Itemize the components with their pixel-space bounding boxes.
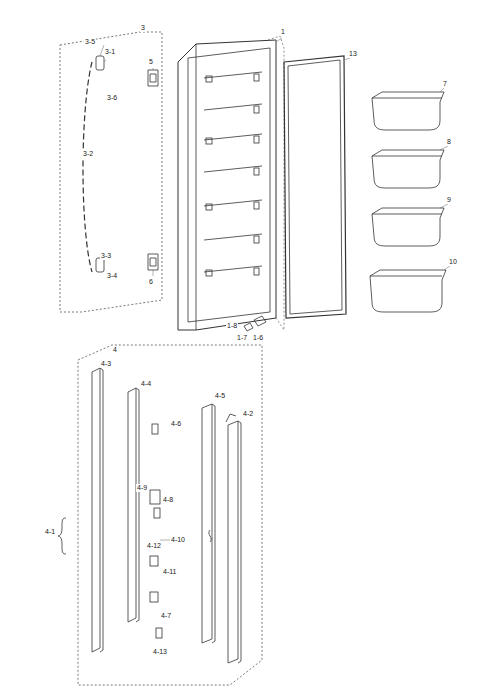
callout-number: 3-2: [82, 150, 94, 158]
callout-number: 3-1: [104, 48, 116, 56]
callout-number: 8: [446, 138, 452, 146]
shelf-clip: [254, 136, 259, 143]
callout-number: 1-6: [252, 334, 264, 342]
callout-number: 3-5: [84, 38, 96, 46]
hinge: [148, 254, 158, 270]
door-outline: [268, 36, 284, 330]
shelf-clip: [254, 236, 259, 243]
callout-number: 4-1: [44, 528, 56, 536]
callout-number: 6: [148, 278, 154, 286]
shelf-clip: [206, 204, 212, 210]
callout-number: 4-3: [100, 360, 112, 368]
door-outer: [178, 40, 276, 330]
group-outline: [78, 345, 262, 685]
callout-number: 3-3: [100, 252, 112, 260]
shelf-clip: [206, 76, 212, 82]
callout-number: 4-5: [214, 392, 226, 400]
small-parts: [150, 424, 211, 638]
callout-number: 4-9: [136, 484, 148, 492]
handle-strip: [83, 62, 92, 272]
handle-cap: [96, 258, 104, 272]
callout-number: 1-8: [226, 322, 238, 330]
door-bins: [370, 92, 446, 312]
shelf-clip: [254, 202, 259, 209]
shelf-rail: [204, 234, 262, 240]
callout-number: 4-11: [162, 568, 178, 576]
shelf-clip: [254, 74, 259, 81]
door-shelf-rails: [204, 72, 262, 276]
callout-number: 4-10: [170, 536, 186, 544]
shelf-clip: [206, 138, 212, 144]
callout-number: 3-6: [106, 94, 118, 102]
group-outline: [60, 32, 162, 312]
callout-number: 5: [148, 58, 154, 66]
handle-cap: [96, 56, 104, 70]
shelf-rail: [204, 166, 262, 172]
shelf-rail: [204, 200, 262, 206]
callout-number: 4-12: [146, 542, 162, 550]
trim-strips: [92, 368, 241, 663]
callout-number: 4-8: [162, 496, 174, 504]
shelf-clip: [206, 270, 212, 276]
callout-number: 4-4: [140, 380, 152, 388]
callout-number: 3: [140, 24, 146, 32]
bracket: [58, 518, 66, 554]
shelf-rail: [204, 72, 262, 78]
callout-number: 1-7: [236, 334, 248, 342]
callout-number: 7: [442, 80, 448, 88]
callout-number: 4-2: [242, 410, 254, 418]
callout-number: 1: [280, 28, 286, 36]
leader-lines: [100, 38, 450, 540]
callout-number: 4: [112, 346, 118, 354]
door-liner: [188, 48, 270, 322]
callout-number: 13: [348, 50, 358, 58]
callout-number: 9: [446, 196, 452, 204]
door-edge: [196, 44, 197, 330]
callout-number: 4-7: [160, 612, 172, 620]
gasket-inner: [288, 60, 342, 314]
shelf-clip: [254, 106, 259, 113]
callout-number: 10: [448, 258, 458, 266]
door-bottom-parts: [244, 316, 266, 331]
hinge: [148, 70, 158, 86]
gasket: [284, 56, 346, 318]
callout-number: 3-4: [106, 272, 118, 280]
shelf-rail: [204, 134, 262, 140]
shelf-rail: [204, 104, 262, 110]
callout-number: 4-13: [152, 648, 168, 656]
shelf-clip: [254, 168, 259, 175]
shelf-rail: [204, 266, 262, 272]
callout-number: 4-6: [170, 420, 182, 428]
shelf-clip: [254, 268, 259, 275]
